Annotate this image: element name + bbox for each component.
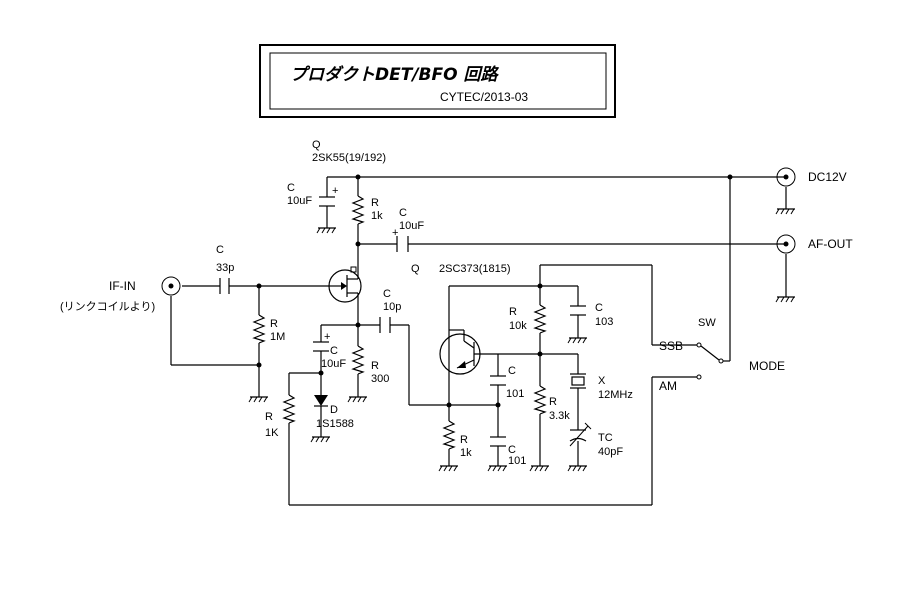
d-value: 1S1588 [316,418,354,430]
if-in-connector [161,276,181,296]
diode [314,395,328,407]
resistor-bias [282,394,296,424]
crystal [570,373,586,389]
subtitle: CYTEC/2013-03 [440,90,528,104]
capacitor-101b [490,436,506,447]
resistor-3k3 [533,385,547,415]
r-emit-value: 1k [460,447,472,459]
c-src-value: 10uF [321,358,346,370]
dc12v-label: DC12V [808,170,847,184]
c-supply-label: C [287,182,295,194]
r-bias-value: 1K [265,427,279,439]
af-out-connector [776,234,796,254]
capacitor-out: + [392,227,409,252]
x-value: 12MHz [598,389,633,401]
junctions [256,174,733,408]
r-src-value: 300 [371,373,389,385]
r-gate-value: 1M [270,331,285,343]
c-101a-value: 101 [506,388,524,400]
if-in-note: (リンクコイルより) [60,300,155,313]
capacitor-103 [570,305,586,316]
capacitor-10p [379,317,391,333]
fet-2sk55 [328,266,362,303]
wires [170,176,787,506]
c-supply-value: 10uF [287,195,312,207]
capacitor-in [219,278,230,294]
r-emit-label: R [460,434,468,446]
labels: Q 2SK55(19/192) Q 2SC373(1815) IF-IN (リン… [60,139,853,467]
tr-part-label: 2SC373(1815) [439,263,511,275]
r-33k-label: R [549,396,557,408]
af-out-label: AF-OUT [808,237,853,251]
tc-label: TC [598,432,613,444]
c-in-value: 33p [216,262,234,274]
tc-value: 40pF [598,446,623,458]
title-block: プロダクトDET/BFO 回路 CYTEC/2013-03 [259,44,616,118]
svg-text:+: + [332,185,338,197]
c-in-label: C [216,244,224,256]
c-103-value: 103 [595,316,613,328]
resistor-drain [351,195,365,225]
r-base-value: 10k [509,320,527,332]
dc12v-connector [776,167,796,187]
c-103-label: C [595,302,603,314]
c-10p-label: C [383,288,391,300]
c-out-value: 10uF [399,220,424,232]
r-bias-label: R [265,411,273,423]
c-src-label: C [330,345,338,357]
ssb-label: SSB [659,339,683,353]
transistor-2sc373 [439,333,481,375]
grounds [248,208,796,472]
r-drain-value: 1k [371,210,383,222]
capacitor-source: + [313,331,330,352]
mode-label: MODE [749,359,785,373]
c-101b-label: C [508,444,516,456]
resistor-base [533,304,547,334]
c-10p-value: 10p [383,301,401,313]
fet-q-label: Q [312,139,321,151]
if-in-label: IF-IN [109,279,136,293]
svg-text:+: + [324,331,330,343]
trimmer-capacitor [569,422,592,447]
capacitor-supply: + [319,185,338,207]
resistor-gate [252,314,266,344]
c-101a-label: C [508,365,516,377]
c-101b-value: 101 [508,455,526,467]
d-label: D [330,404,338,416]
tr-q-label: Q [411,263,420,275]
title: プロダクトDET/BFO 回路 [290,65,499,85]
r-base-label: R [509,306,517,318]
sw-label: SW [698,317,716,329]
am-label: AM [659,379,677,393]
mode-switch [696,342,724,380]
svg-text:+: + [392,227,398,239]
c-out-label: C [399,207,407,219]
r-gate-label: R [270,318,278,330]
resistor-emitter [442,420,456,450]
r-drain-label: R [371,197,379,209]
r-src-label: R [371,360,379,372]
fet-part-label: 2SK55(19/192) [312,152,386,164]
resistor-source [351,345,365,375]
capacitor-101a [490,375,506,386]
x-label: X [598,375,606,387]
r-33k-value: 3.3k [549,410,570,422]
